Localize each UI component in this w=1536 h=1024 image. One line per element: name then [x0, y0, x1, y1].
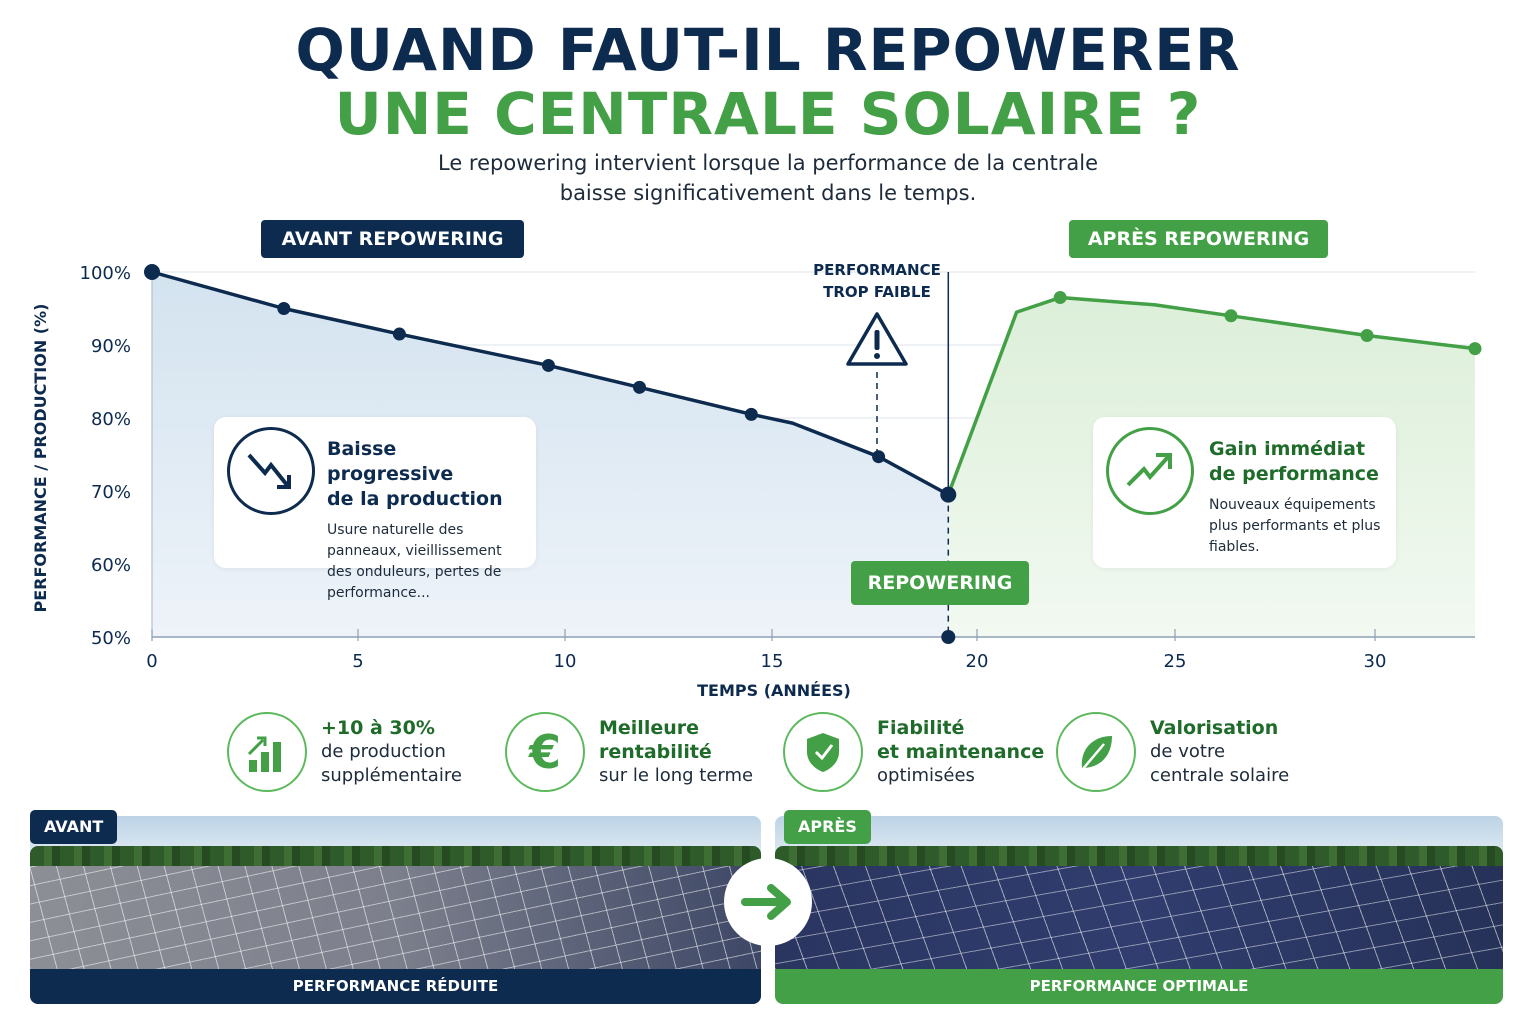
- y-tick-label: 60%: [91, 555, 131, 576]
- photo-before: PERFORMANCE RÉDUITE: [30, 816, 761, 1004]
- warning-label-2: TROP FAIBLE: [823, 283, 931, 301]
- data-point: [1053, 291, 1067, 305]
- gain-title-2: de performance: [1209, 463, 1379, 485]
- y-tick-label: 90%: [91, 336, 131, 357]
- data-point: [744, 407, 758, 421]
- performance-chart: 100% 90% 80% 70% 60% 50% 0 5 10 15 20 25 30 PERFORMA…: [31, 261, 1482, 700]
- data-point: [144, 264, 160, 280]
- bar-chart-icon: [227, 712, 307, 792]
- repowering-axis-marker: [941, 630, 956, 644]
- x-tick-label: 15: [761, 651, 784, 672]
- benefit-production: +10 à 30%de production supplémentaire: [227, 712, 462, 792]
- trend-up-icon: [1106, 427, 1194, 515]
- y-tick-label: 80%: [91, 409, 131, 430]
- arrow-right-icon: [724, 858, 812, 946]
- benefit-line: optimisées: [877, 765, 975, 786]
- x-tick-label: 30: [1364, 651, 1387, 672]
- gain-title-1: Gain immédiat: [1209, 438, 1366, 460]
- shield-icon: [783, 712, 863, 792]
- y-tick-label: 50%: [91, 628, 131, 649]
- caption-before: PERFORMANCE RÉDUITE: [30, 969, 761, 1004]
- phase-after-label: APRÈS REPOWERING: [1069, 220, 1328, 258]
- benefit-title: +10 à 30%: [321, 717, 435, 739]
- x-tick-label: 5: [352, 651, 363, 672]
- benefit-title: Meilleure: [599, 717, 700, 739]
- x-tick-label: 10: [554, 651, 577, 672]
- subtitle-line-1: Le repowering intervient lorsque la perf…: [437, 151, 1098, 175]
- title-line-1: QUAND FAUT-IL REPOWERER: [295, 16, 1241, 84]
- data-point: [541, 358, 555, 372]
- x-tick-label: 0: [146, 651, 157, 672]
- data-point: [940, 486, 957, 503]
- benefit-line: de votre: [1150, 741, 1226, 762]
- trend-down-icon: [227, 427, 315, 515]
- decline-title-1: Baisse progressive: [327, 438, 454, 485]
- subtitle-line-2: baisse significativement dans le temps.: [559, 181, 977, 205]
- y-tick-label: 100%: [80, 263, 131, 284]
- warning-label-1: PERFORMANCE: [813, 261, 941, 279]
- x-axis-label: TEMPS (ANNÉES): [697, 681, 851, 700]
- repowering-label: REPOWERING: [851, 561, 1029, 605]
- benefit-line: supplémentaire: [321, 765, 462, 786]
- y-tick-label: 70%: [91, 482, 131, 503]
- decline-text: Usure naturelle des panneaux, vieillisse…: [327, 522, 502, 601]
- x-tick-label: 20: [966, 651, 989, 672]
- decline-card: Baisse progressive de la production Usur…: [214, 417, 536, 601]
- gain-card: Gain immédiat de performance Nouveaux éq…: [1093, 417, 1396, 568]
- benefit-line: et maintenance: [877, 741, 1045, 763]
- benefit-title: Valorisation: [1150, 717, 1279, 739]
- data-point: [872, 450, 886, 464]
- data-point: [277, 302, 291, 315]
- gain-text: Nouveaux équipements plus performants et…: [1209, 497, 1381, 555]
- data-point: [1360, 329, 1374, 343]
- y-axis-label: PERFORMANCE / PRODUCTION (%): [31, 304, 50, 613]
- euro-icon: €: [505, 712, 585, 792]
- data-point: [1468, 342, 1482, 356]
- benefit-line: sur le long terme: [599, 765, 754, 786]
- data-point: [633, 380, 647, 394]
- benefit-line: centrale solaire: [1150, 765, 1290, 786]
- decline-title-2: de la production: [327, 488, 503, 510]
- caption-after: PERFORMANCE OPTIMALE: [775, 969, 1503, 1004]
- benefit-title: Fiabilité: [877, 717, 965, 739]
- leaf-icon: [1056, 712, 1136, 792]
- benefit-line: de production: [321, 741, 446, 762]
- data-point: [392, 327, 406, 341]
- tag-after: APRÈS: [784, 810, 871, 844]
- x-tick-label: 25: [1164, 651, 1187, 672]
- subtitle: Le repowering intervient lorsque la perf…: [0, 148, 1536, 208]
- data-point: [1224, 309, 1238, 323]
- phase-before-label: AVANT REPOWERING: [261, 220, 524, 258]
- benefit-line: rentabilité: [599, 741, 712, 763]
- warning-icon: [846, 312, 908, 366]
- title-line-2: UNE CENTRALE SOLAIRE ?: [334, 80, 1202, 148]
- tag-before: AVANT: [30, 810, 118, 844]
- photo-after: PERFORMANCE OPTIMALE: [775, 816, 1503, 1004]
